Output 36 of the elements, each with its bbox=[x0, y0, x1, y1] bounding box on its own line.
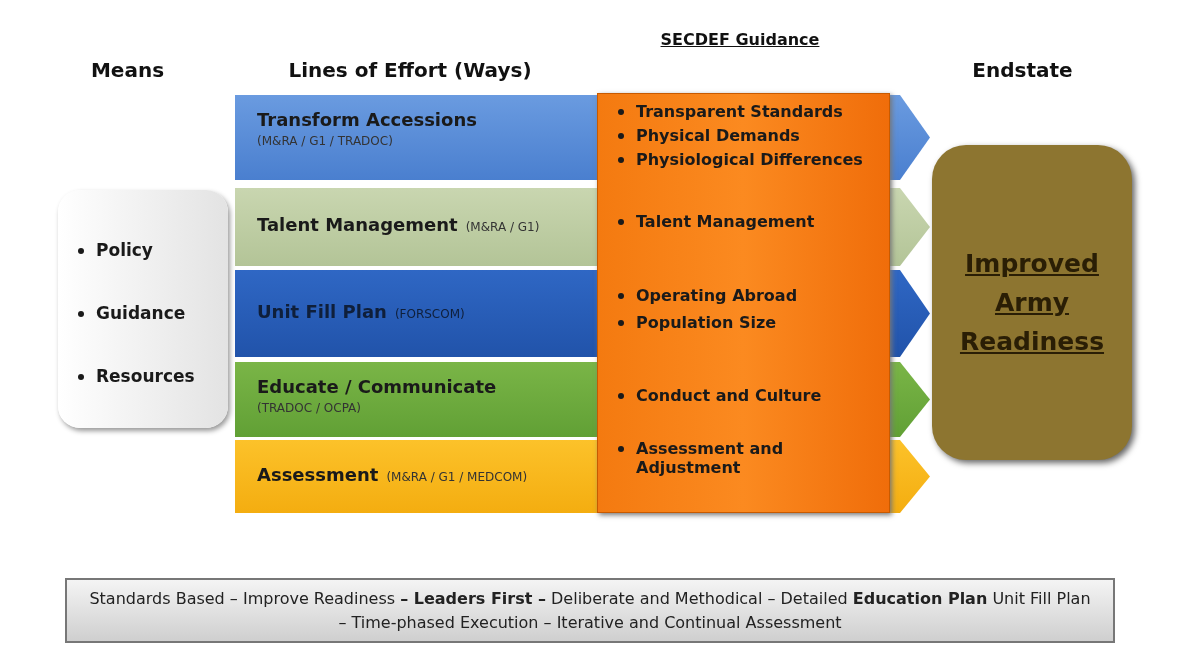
band-title: Assessment bbox=[257, 463, 379, 485]
principles-text: Standards Based – Improve Readiness – Leaders First – Deliberate and Methodical – Detailed Education Plan Unit Fill Plan – Time-phased Execution – Iterative and Continual Assessment bbox=[88, 587, 1092, 634]
column-heading: Lines of Effort (Ways) bbox=[287, 58, 533, 82]
column-heading: SECDEF Guidance bbox=[659, 30, 821, 49]
bullet-item: Operating Abroad bbox=[636, 286, 799, 305]
band-title: Unit Fill Plan bbox=[257, 300, 387, 322]
arrow-band bbox=[235, 362, 597, 437]
bullet-item: Assessment and Adjustment bbox=[636, 439, 785, 477]
bullet-item: Physiological Differences bbox=[636, 150, 864, 169]
arrow-band bbox=[235, 95, 597, 180]
column-heading: Means bbox=[89, 58, 166, 82]
endstate-box bbox=[932, 145, 1132, 460]
bullet-item: Population Size bbox=[636, 313, 778, 332]
bullet-item: Policy bbox=[96, 240, 153, 260]
band-subtitle: (M&RA / G1) bbox=[465, 220, 540, 234]
guidance-panel bbox=[597, 93, 890, 513]
bullet-item: Transparent Standards bbox=[636, 102, 844, 121]
band-subtitle: (FORSCOM) bbox=[394, 306, 465, 321]
arrow-band bbox=[235, 440, 597, 513]
bullet-item: Resources bbox=[96, 366, 195, 386]
band-subtitle: (M&RA / G1 / MEDCOM) bbox=[386, 469, 528, 484]
band-subtitle: (TRADOC / OCPA) bbox=[257, 401, 361, 415]
bullet-item: Physical Demands bbox=[636, 126, 801, 145]
bullet-item: Talent Management bbox=[636, 212, 816, 231]
arrow-band bbox=[235, 188, 597, 266]
principles-bar bbox=[65, 578, 1115, 643]
band-title: Educate / Communicate bbox=[257, 376, 497, 397]
bullet-item: Guidance bbox=[96, 303, 186, 323]
band-title: Talent Management bbox=[257, 214, 458, 235]
band-title: Transform Accessions bbox=[257, 109, 477, 130]
arrow-band bbox=[235, 270, 597, 357]
band-subtitle: (M&RA / G1 / TRADOC) bbox=[257, 134, 393, 148]
means-panel bbox=[58, 190, 228, 428]
bullet-item: Conduct and Culture bbox=[636, 386, 823, 405]
endstate-text: Improved Army Readiness bbox=[958, 248, 1106, 358]
column-heading: Endstate bbox=[971, 58, 1074, 82]
